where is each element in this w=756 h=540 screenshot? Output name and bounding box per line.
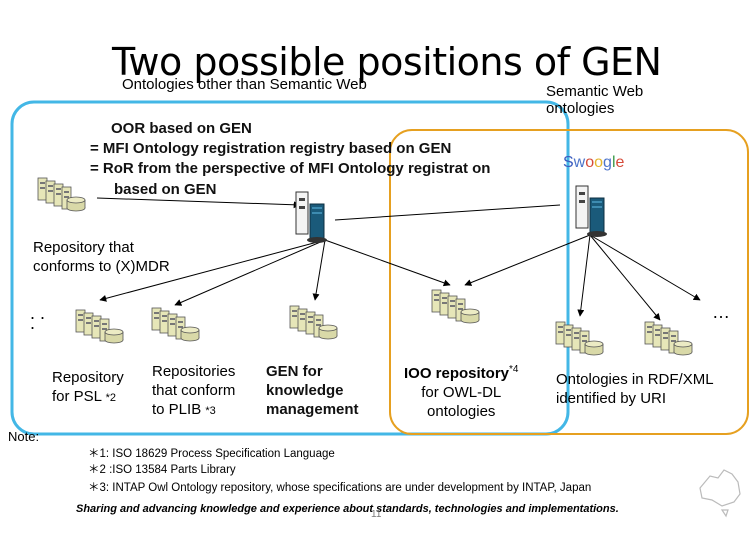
- server-cluster-rdf-2: [645, 322, 692, 355]
- subtitle-left: Ontologies other than Semantic Web: [122, 76, 367, 93]
- swoogle-letter: w: [573, 154, 586, 171]
- footer-tagline: Sharing and advancing knowledge and expe…: [76, 503, 619, 515]
- ioo-repository-label: IOO repository*4 for OWL-DL ontologies: [404, 364, 519, 420]
- server-cluster-top-left: [38, 178, 85, 211]
- page-number: 11: [371, 509, 382, 520]
- swoogle-letter: S: [563, 154, 574, 171]
- rdf-ontologies-label: Ontologies in RDF/XML identified by URI: [556, 371, 714, 407]
- oor-line-3: = RoR from the perspective of MFI Ontolo…: [90, 160, 491, 177]
- server-cluster-genkm: [290, 306, 337, 339]
- connection-lines: [96, 197, 701, 321]
- footnote-2: ＊2 :ISO 13584 Parts Library: [88, 464, 236, 476]
- server-cluster-plib: [152, 308, 199, 341]
- plib-repository-label: Repositories that conform to PLIB *3: [152, 363, 236, 418]
- swoogle-logo: Swoogle: [563, 154, 624, 172]
- server-cluster-ioo: [432, 290, 479, 323]
- ellipsis-left: . . .: [30, 303, 46, 333]
- subtitle-right: Semantic Web ontologies: [546, 83, 644, 117]
- swoogle-letter: o: [585, 154, 595, 171]
- ellipsis-right: …: [712, 302, 730, 322]
- oor-line-2: = MFI Ontology registration registry bas…: [90, 140, 452, 157]
- repository-mdr-label: Repository that conforms to (X)MDR: [33, 239, 170, 275]
- server-cluster-rdf-1: [556, 322, 603, 355]
- slide-title: Two possible positions of GEN: [112, 40, 662, 84]
- australia-logo: [699, 469, 741, 518]
- swoogle-letter: g: [603, 154, 612, 171]
- right-region-outline: [389, 129, 749, 435]
- psl-repository-label: Repository for PSL *2: [52, 369, 124, 405]
- gen-knowledge-management-label: GEN for knowledge management: [266, 363, 359, 418]
- footnote-1: ＊1: ISO 18629 Process Specification Lang…: [88, 448, 335, 460]
- hub-server-right: [575, 185, 608, 238]
- swoogle-letter: e: [615, 154, 625, 171]
- swoogle-letter: l: [611, 154, 616, 171]
- server-cluster-psl: [76, 310, 123, 343]
- left-region-outline: [10, 100, 570, 436]
- note-label: Note:: [8, 429, 40, 444]
- oor-line-1: OOR based on GEN: [111, 120, 252, 137]
- oor-line-4: based on GEN: [114, 181, 217, 198]
- footnote-3: ＊3: INTAP Owl Ontology repository, whose…: [88, 482, 592, 494]
- hub-server-left: [295, 191, 328, 244]
- swoogle-letter: o: [594, 154, 604, 171]
